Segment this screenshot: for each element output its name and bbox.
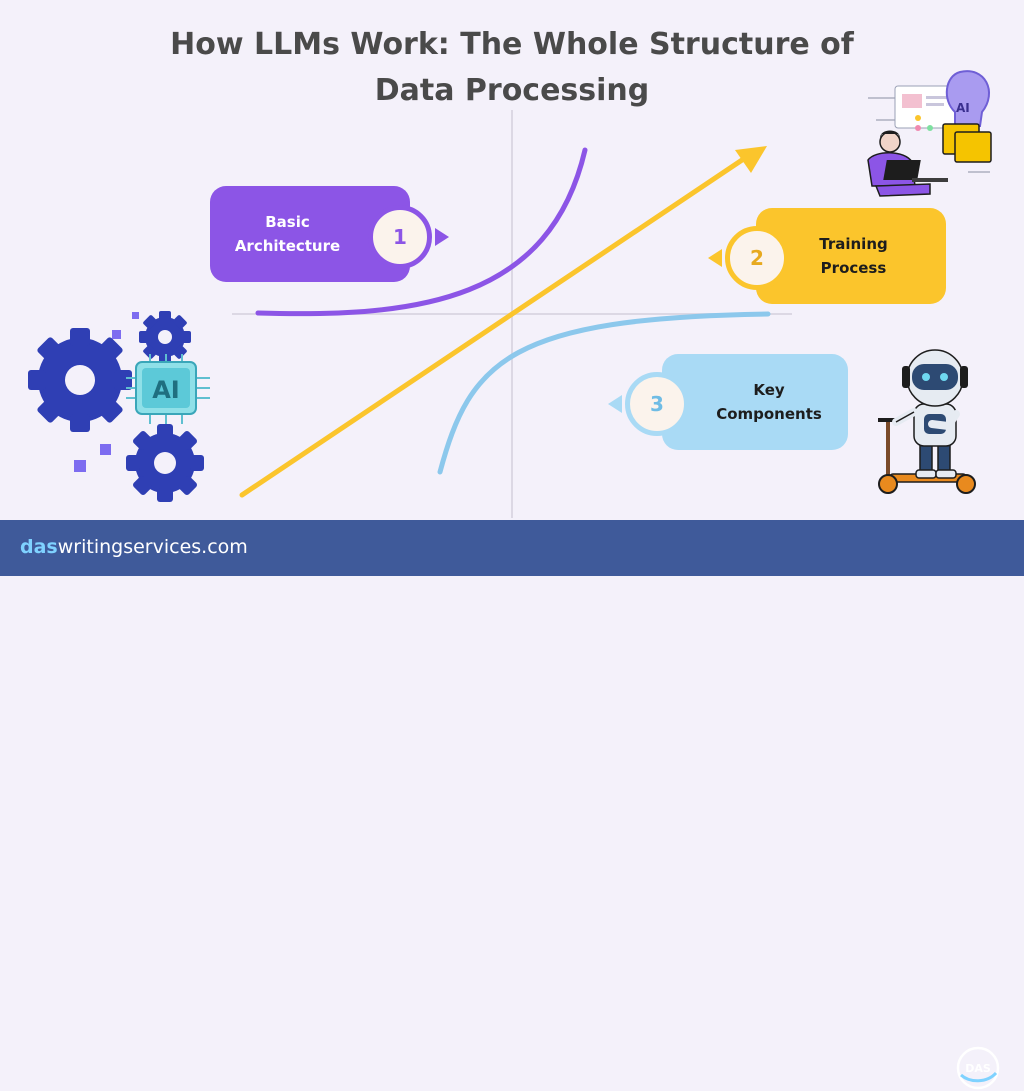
- purple-curve: [255, 147, 588, 317]
- badge-1-pointer: [435, 228, 449, 246]
- page-title: How LLMs Work: The Whole Structure of Da…: [0, 22, 1024, 114]
- card-1-line-2: Architecture: [234, 237, 341, 255]
- footer-website-link[interactable]: daswritingservices.com: [20, 536, 248, 558]
- title-line-1: How LLMs Work: The Whole Structure of: [170, 27, 854, 62]
- card-3-line-2: Components: [716, 405, 822, 423]
- diagram-lines: [232, 110, 792, 518]
- yellow-arrowhead: [735, 146, 767, 173]
- badge-3-pointer: [608, 395, 622, 413]
- das-logo-icon: DAS: [956, 1046, 1000, 1090]
- das-logo-label: DAS: [965, 1062, 991, 1075]
- ai-chip-label: AI: [152, 376, 180, 404]
- robot-scooter-icon: [878, 349, 976, 494]
- ai-worker-laptop-icon: AI: [867, 70, 992, 197]
- blue-curve: [437, 311, 771, 475]
- card-1-line-1: Basic: [265, 213, 310, 231]
- number-badge-2: 2: [725, 226, 789, 290]
- number-badge-1: 1: [368, 205, 432, 269]
- footer-bar: daswritingservices.com DAS: [0, 520, 1024, 1090]
- footer-brand-suffix: writingservices.com: [57, 536, 248, 558]
- number-badge-3: 3: [625, 372, 689, 436]
- footer-brand-prefix: das: [20, 536, 58, 558]
- diagram-canvas: How LLMs Work: The Whole Structure of Da…: [0, 0, 1024, 520]
- worker-ai-label: AI: [956, 101, 970, 115]
- card-3-line-1: Key: [753, 381, 785, 399]
- card-key-components: Key Components: [662, 354, 848, 450]
- yellow-arrow-line: [239, 153, 751, 498]
- card-training-process: Training Process: [756, 208, 946, 304]
- card-2-line-2: Process: [820, 259, 887, 277]
- title-line-2: Data Processing: [374, 73, 650, 108]
- gears-ai-chip-icon: AI: [28, 311, 210, 502]
- card-2-line-1: Training: [819, 235, 888, 253]
- badge-2-pointer: [708, 249, 722, 267]
